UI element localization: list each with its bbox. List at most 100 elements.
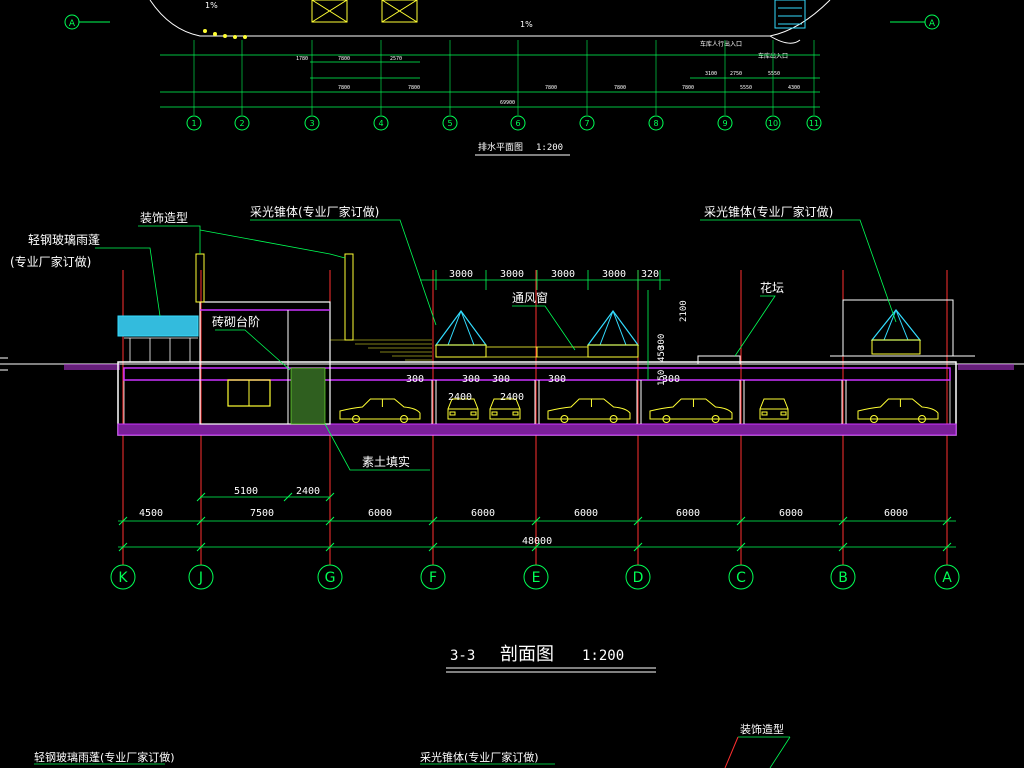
plan-end-marker-left: A xyxy=(69,19,76,29)
bottom-label-decor: 装饰造型 xyxy=(740,722,784,736)
axis-label-E: E xyxy=(532,570,541,586)
plan-dim-row2-6: 5550 xyxy=(740,85,752,91)
cars xyxy=(339,398,939,423)
plan-axis-label-11: 11 xyxy=(809,119,819,128)
skylight-pyramid-right xyxy=(870,309,922,355)
right-kiosk-frame xyxy=(842,299,954,357)
section-title-scale: 1:200 xyxy=(582,648,624,664)
plan-end-markers: A A xyxy=(64,14,940,30)
plan-slope-label: 1% xyxy=(205,1,218,10)
top-dim-4: 3000 xyxy=(602,269,626,280)
axis-label-C: C xyxy=(736,570,746,586)
callout-canopy: 轻钢玻璃雨蓬 xyxy=(28,233,100,247)
sub-dim-5100: 5100 xyxy=(234,486,258,497)
callout-canopy-note: (专业厂家订做) xyxy=(10,254,91,269)
total-dim: 48000 xyxy=(522,536,552,547)
axis-label-K: K xyxy=(118,570,128,586)
bay-dim-4: 6000 xyxy=(471,508,495,519)
plan-dim-row2-1: 7800 xyxy=(338,85,350,91)
plan-dim-row2-7: 4300 xyxy=(788,85,800,91)
car xyxy=(649,398,733,423)
callout-decor: 装饰造型 xyxy=(140,211,188,225)
bay-dim-8: 6000 xyxy=(884,508,908,519)
car xyxy=(339,398,421,423)
columns xyxy=(431,380,847,424)
drainage-plan: 1% 1% 车库人行出入口 车库出入口 1780 7800 2570 7800 … xyxy=(64,0,940,156)
garage-inner-wall xyxy=(123,367,951,431)
plan-axis-bubble-7 xyxy=(579,115,595,131)
interior-dim-6: 2400 xyxy=(500,392,524,403)
sub-dim-2400: 2400 xyxy=(296,486,320,497)
planter xyxy=(697,355,741,365)
decor-pillar xyxy=(195,253,205,303)
axis-label-D: D xyxy=(633,570,644,586)
bottom-partial-drawing: 轻钢玻璃雨蓬(专业厂家订做) 采光锥体(专业厂家订做) 装饰造型 xyxy=(34,722,791,768)
car xyxy=(759,398,789,420)
axis-label-G: G xyxy=(325,570,336,586)
vent-windows xyxy=(485,346,589,358)
axis-bubble-D xyxy=(625,564,651,590)
plan-dim-2570: 2570 xyxy=(390,56,402,62)
plan-axis-label-4: 4 xyxy=(378,119,383,128)
axis-label-F: F xyxy=(429,570,437,586)
top-dim-5: 320 xyxy=(641,269,659,280)
callout-fill: 素土填实 xyxy=(362,454,410,469)
plan-note-pedestrian: 车库人行出入口 xyxy=(700,40,742,48)
floor-slab xyxy=(117,423,957,436)
axis-bubble-B xyxy=(830,564,856,590)
top-dim-2: 3000 xyxy=(500,269,524,280)
plan-dim-total: 69900 xyxy=(500,100,515,106)
axis-bubble-F xyxy=(420,564,446,590)
vdim-450: 450 xyxy=(657,346,667,362)
plan-ramp xyxy=(774,0,806,29)
bottom-label-skylight: 采光锥体(专业厂家订做) xyxy=(420,750,539,764)
callout-skylight-left: 采光锥体(专业厂家订做) xyxy=(250,204,379,219)
plan-dim-row2-5: 7800 xyxy=(682,85,694,91)
bay-dim-1: 4500 xyxy=(139,508,163,519)
plan-dim-3100: 3100 xyxy=(705,71,717,77)
plan-dim-7800-a: 7800 xyxy=(338,56,350,62)
plan-axis-label-7: 7 xyxy=(584,119,589,128)
plan-axis-label-1: 1 xyxy=(191,119,196,128)
glass-canopy xyxy=(117,315,199,337)
plan-axis-label-3: 3 xyxy=(309,119,314,128)
plan-outline-right xyxy=(769,35,801,44)
axis-bubble-C xyxy=(728,564,754,590)
plan-scale: 1:200 xyxy=(536,143,563,153)
entrance-steps xyxy=(330,339,432,361)
plan-axis-bubble-8 xyxy=(648,115,664,131)
axis-bubble-J xyxy=(188,564,214,590)
section-3-3: 轻钢玻璃雨蓬 (专业厂家订做) 装饰造型 采光锥体(专业厂家订做) 采光锥体(专… xyxy=(0,204,1024,673)
plan-dim-5550: 5550 xyxy=(768,71,780,77)
plan-outline xyxy=(149,0,831,37)
plan-axis-label-9: 9 xyxy=(722,119,727,128)
callout-vent: 通风窗 xyxy=(512,291,548,305)
plan-dim-row2-2: 7800 xyxy=(408,85,420,91)
vdim-300: 300 xyxy=(657,334,667,350)
plan-axis-bubble-2 xyxy=(234,115,250,131)
plan-drain-dots xyxy=(203,29,247,39)
axis-bubble-A xyxy=(934,564,960,590)
interior-dim-3: 300 xyxy=(492,374,510,385)
plan-axis-bubble-5 xyxy=(442,115,458,131)
bottom-label-canopy: 轻钢玻璃雨蓬(专业厂家订做) xyxy=(34,750,175,764)
top-dim-3: 3000 xyxy=(551,269,575,280)
top-dim-1: 3000 xyxy=(449,269,473,280)
earth-hatch-right xyxy=(958,364,1014,370)
entrance-block xyxy=(199,301,331,425)
plan-dim-2750: 2750 xyxy=(730,71,742,77)
plan-axis-bubble-1 xyxy=(186,115,202,131)
callout-skylight-right: 采光锥体(专业厂家订做) xyxy=(704,204,833,219)
car xyxy=(489,398,521,420)
bay-dim-6: 6000 xyxy=(676,508,700,519)
callout-leaders xyxy=(95,219,897,471)
axis-bubble-E xyxy=(523,564,549,590)
interior-dim-2: 300 xyxy=(462,374,480,385)
plan-axis-label-10: 10 xyxy=(768,119,778,128)
section-title-text: 剖面图 xyxy=(500,644,554,665)
plan-dim-row2-4: 7800 xyxy=(614,85,626,91)
bay-dim-2: 7500 xyxy=(250,508,274,519)
bay-dim-7: 6000 xyxy=(779,508,803,519)
plan-axis-label-2: 2 xyxy=(239,119,244,128)
